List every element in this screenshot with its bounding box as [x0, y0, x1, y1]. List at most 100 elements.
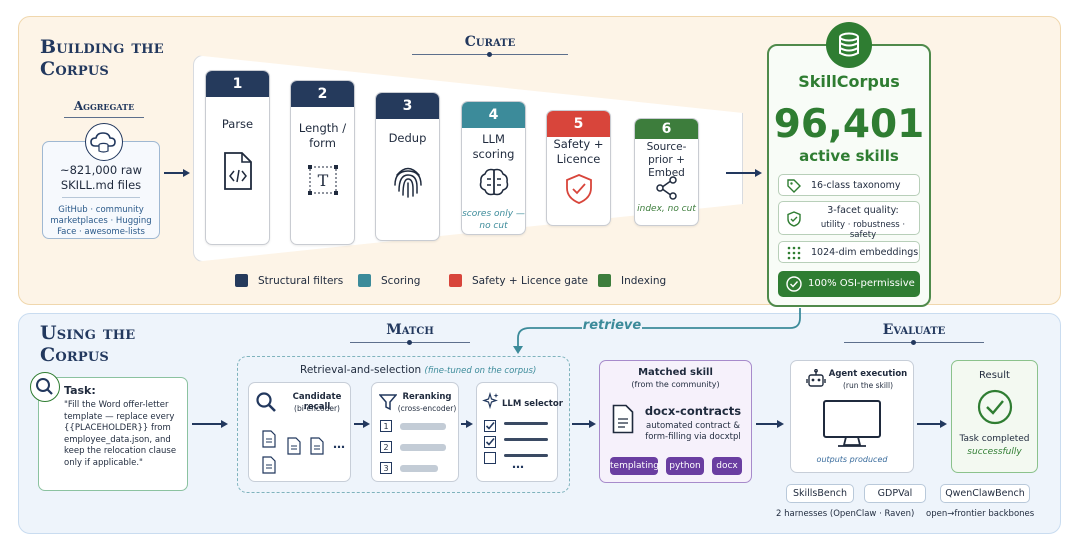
legend-swatch-indexing: [598, 274, 611, 287]
benchmark-pill: GDPVal: [864, 484, 926, 503]
feature-embeddings: 1024-dim embeddings: [778, 241, 920, 263]
skillcorpus-name: SkillCorpus: [798, 72, 900, 91]
step-title: Dedup: [388, 131, 427, 145]
feature-text: 1024-dim embeddings: [811, 247, 919, 258]
result-title: Result: [979, 370, 1010, 381]
svg-text:T: T: [317, 171, 328, 190]
empty-box-icon: [484, 449, 496, 468]
building-corpus-title: Building the Corpus: [40, 36, 164, 80]
rank-number: 2: [380, 441, 392, 453]
arrow-task-to-match: [192, 423, 222, 425]
candidate-recall-box: [248, 382, 351, 482]
step-note: scores only — no cut: [462, 209, 525, 231]
osi-badge-text: 100% OSI-permissive: [808, 278, 915, 289]
arrow-head: [777, 420, 784, 428]
benchmark-pill: QwenClawBench: [940, 484, 1030, 503]
skillcorpus-count-label: active skills: [799, 147, 899, 165]
skill-name: docx-contracts: [644, 404, 742, 418]
arrow-aggregate-to-curate: [164, 172, 184, 174]
filter-icon: [378, 393, 398, 415]
share-nodes-icon: [654, 175, 680, 205]
skill-tag: templating: [610, 457, 659, 475]
text-box-icon: T: [307, 165, 338, 199]
step-card-parse: 1 Parse: [205, 70, 270, 245]
step-title: Source-prior + Embed: [646, 141, 687, 179]
rank-number: 1: [380, 420, 392, 432]
group-note: (fine-tuned on the corpus): [424, 366, 537, 376]
sparkle-icon: [482, 391, 500, 414]
database-icon: [826, 22, 872, 68]
osi-badge: 100% OSI-permissive: [778, 271, 920, 297]
task-text: "Fill the Word offer-letter template — r…: [64, 400, 177, 468]
arrow-head: [183, 169, 190, 177]
using-corpus-title: Using the Corpus: [40, 322, 136, 366]
legend-swatch-structural: [235, 274, 248, 287]
skill-tag: docx: [712, 457, 742, 475]
legend-swatch-safety: [449, 274, 462, 287]
feature-text: 16-class taxonomy: [811, 180, 901, 191]
step-card-embed: 6 Source-prior + Embed index, no cut: [634, 118, 699, 226]
feature-title: 3-facet quality:: [827, 205, 899, 216]
step-number: 5: [547, 111, 610, 137]
document-icon: [262, 430, 276, 452]
option-line: [504, 422, 548, 425]
evaluate-label: Evaluate: [882, 322, 946, 338]
feature-quality: 3-facet quality: utility · robustness · …: [778, 201, 920, 240]
curate-dot: [487, 52, 492, 57]
code-file-icon: [222, 151, 254, 195]
skill-tag: python: [666, 457, 704, 475]
tag-icon: [787, 179, 801, 196]
rank-number: 3: [380, 462, 392, 474]
arrow-head: [221, 420, 228, 428]
retrieve-arrow: [513, 308, 801, 354]
match-label: Match: [386, 322, 434, 338]
step-card-safety: 5 Safety + Licence: [546, 110, 611, 226]
backbone-note: open→frontier backbones: [926, 509, 1035, 519]
arrow-head: [466, 420, 473, 428]
rank-bar: [400, 423, 446, 430]
step-number: 3: [376, 93, 439, 119]
document-icon: [612, 404, 634, 438]
document-icon: [262, 456, 276, 478]
agent-sub: (run the skill): [842, 381, 894, 390]
ellipsis-icon: ⋯: [512, 460, 524, 474]
agent-title: Agent execution: [828, 369, 908, 379]
arrow-head: [363, 420, 370, 428]
brain-icon: [477, 166, 511, 202]
rank-bar: [400, 465, 438, 472]
legend-indexing: Indexing: [621, 275, 667, 287]
result-sub: successfully: [967, 447, 1022, 457]
aggregate-divider: [62, 197, 140, 198]
retrieve-label: retrieve: [582, 318, 642, 333]
legend-structural: Structural filters: [258, 275, 344, 287]
robot-icon: [806, 368, 826, 395]
arrow-skill-to-agent: [756, 423, 778, 425]
arrow-match-to-skill: [572, 423, 590, 425]
shield-check-icon: [787, 211, 801, 230]
raw-files-count: ~821,000 raw SKILL.md files: [59, 163, 143, 192]
step-title: LLM scoring: [472, 132, 515, 161]
task-box: [38, 377, 188, 491]
recall-title: Candidate recall: [292, 392, 342, 412]
match-dot: [407, 340, 412, 345]
check-circle-icon: [786, 276, 802, 296]
aggregate-label: Aggregate: [73, 99, 135, 113]
task-label: Task:: [64, 384, 96, 397]
step-title: Parse: [221, 117, 254, 131]
dots-grid-icon: [787, 246, 801, 263]
skillcorpus-count: 96,401: [773, 102, 925, 147]
option-line: [504, 438, 548, 441]
checked-box-icon: [484, 433, 496, 452]
benchmark-pill: SkillsBench: [786, 484, 854, 503]
rerank-sub: (cross-encoder): [397, 404, 457, 413]
matched-sub: (from the community): [631, 380, 720, 389]
fingerprint-icon: [391, 163, 425, 203]
step-card-length: 2 Length / form T: [290, 80, 355, 245]
step-title: Length / form: [298, 121, 347, 150]
ellipsis-icon: ⋯: [333, 440, 345, 454]
step-title: Safety + Licence: [553, 137, 604, 166]
arrow-rerank-to-selector: [461, 423, 467, 425]
group-title: Retrieval-and-selection: [300, 364, 422, 376]
step-number: 6: [635, 119, 698, 139]
evaluate-dot: [911, 340, 916, 345]
